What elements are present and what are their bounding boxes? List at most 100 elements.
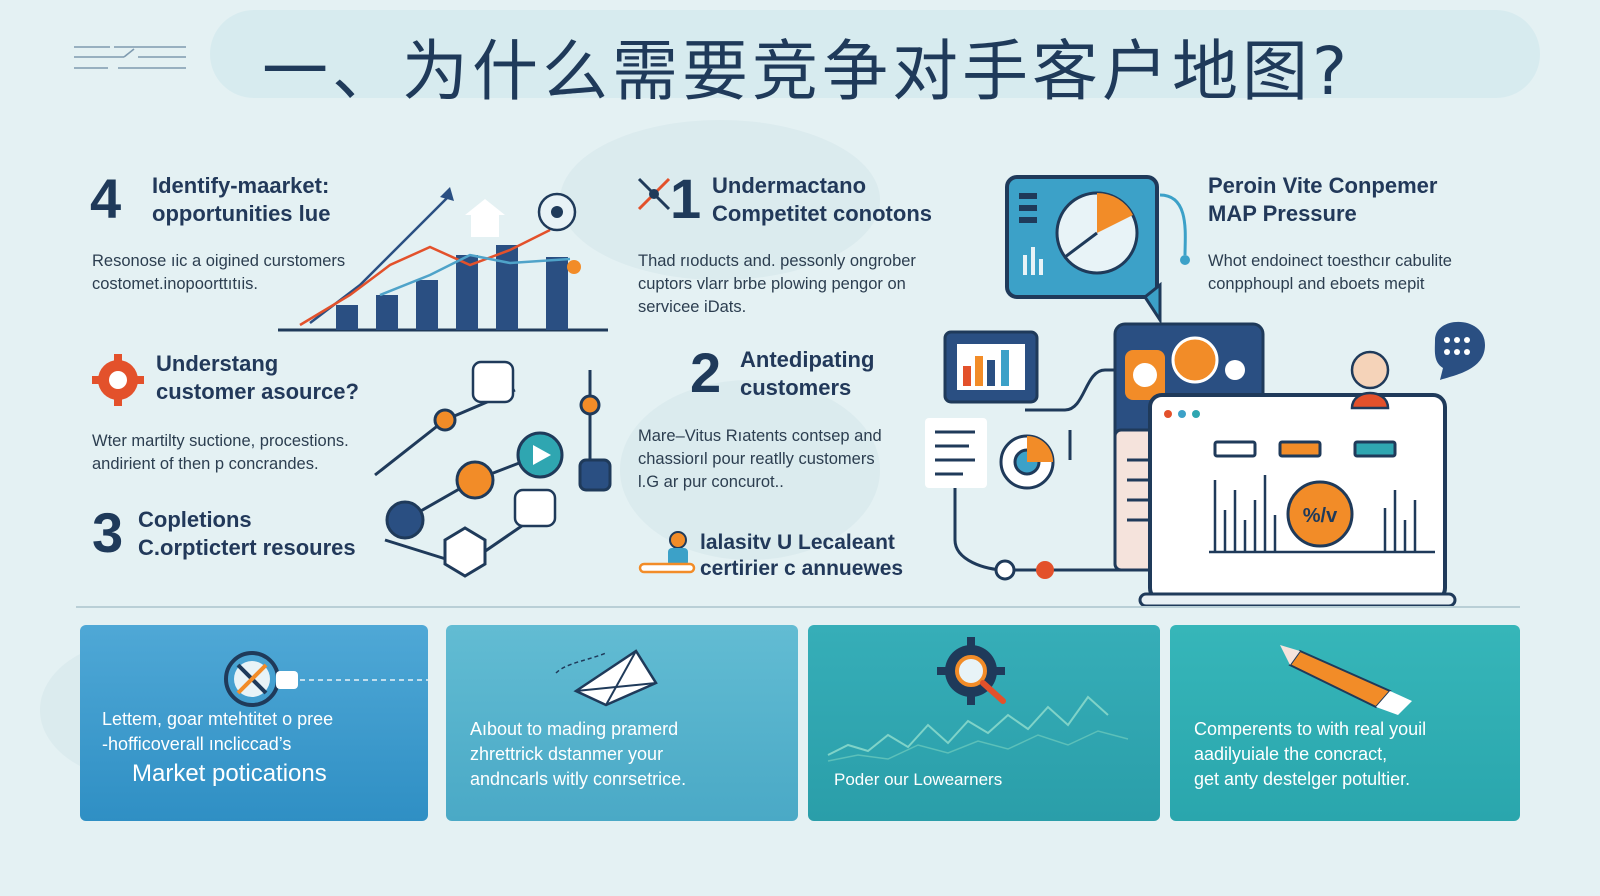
trend-line — [299, 228, 551, 327]
heading-line: MAP Pressure — [1208, 201, 1357, 226]
heading-line: Copletions — [138, 507, 252, 532]
card-line: Lettem, goar mtehtitet o pree — [102, 709, 334, 729]
section-heading: Undermactano Competitet conotons — [712, 172, 932, 228]
card-background — [80, 625, 428, 821]
section-number: 2 — [690, 341, 722, 404]
card-background — [1170, 625, 1520, 821]
rocket-pencil-icon — [1280, 645, 1412, 715]
connector-node — [1036, 561, 1054, 579]
info-card: Lettem, goar mtehtitet o pree -hofficove… — [80, 625, 428, 821]
body-line: Thad rıoducts and. pessonly ongrober — [638, 252, 916, 270]
body-line: Mare–Vitus Rıatents contsep and — [638, 427, 882, 445]
chart-bar — [336, 305, 358, 330]
heading-line: Understang — [156, 351, 279, 376]
pointer-hand-icon — [471, 360, 515, 404]
chart-bar — [546, 257, 568, 330]
section-body: Thad rıoducts and. pessonly ongrober cup… — [638, 250, 916, 319]
chat-bubble-icon — [1434, 321, 1485, 380]
heading-line: certirier c annuewes — [700, 557, 904, 580]
card-line: Aıbout to mading pramerd — [470, 719, 679, 739]
heading-line: Antedipating — [740, 347, 875, 372]
section-divider — [76, 606, 1520, 608]
insight-badge — [1286, 480, 1354, 548]
section-body: Resonose ıic a oigined curstomers costom… — [92, 250, 345, 296]
person-avatar — [1350, 350, 1390, 390]
body-line: cuptors vlarr brbe plowing pengor on — [638, 275, 906, 293]
info-card: Aıbout to mading pramerd zhrettrick dsta… — [446, 625, 798, 821]
heading-line: Peroin Vite Conpemer — [1208, 173, 1438, 198]
pie-chart-monitor-illustration — [1005, 175, 1190, 326]
network-node — [578, 458, 612, 492]
card-background — [446, 625, 798, 821]
document-icon — [925, 418, 987, 488]
card-line: andncarls witly conrsetrice. — [470, 769, 687, 789]
card-line: zhrettrick dstanmer your — [470, 744, 664, 764]
section-number: 4 — [90, 167, 122, 230]
card-text: Lettem, goar mtehtitet o pree -hofficove… — [102, 707, 333, 786]
laptop-base — [1138, 592, 1457, 608]
body-line: andirient of then p concrandes. — [92, 455, 319, 473]
dashboard-illustration: %/v — [925, 321, 1485, 608]
section-heading: Understang customer asource? — [156, 350, 359, 406]
connector-line — [1159, 193, 1187, 256]
card-text: Comperents to with real youil aadilyuial… — [1194, 717, 1426, 792]
network-node — [579, 394, 601, 416]
section-heading: Identify-maarket: opportunities lue — [152, 172, 330, 228]
section-heading: lalasitv U Lecaleant certirier c annuewe… — [700, 530, 903, 582]
screen-bar-chart — [1209, 475, 1435, 554]
info-card: Poder our Lowearners — [808, 625, 1160, 821]
network-node — [455, 460, 495, 500]
paper-airplane-icon — [555, 649, 658, 707]
title-banner — [210, 10, 1540, 98]
chart-bar — [376, 295, 398, 330]
play-icon — [533, 445, 551, 465]
pin-tool-icon — [637, 177, 671, 211]
card-text: Aıbout to mading pramerd zhrettrick dsta… — [470, 717, 686, 792]
chart-bar — [416, 280, 438, 330]
insight-badge-text: %/v — [1303, 505, 1338, 527]
network-node — [385, 500, 425, 540]
card-line: aadilyuiale the concract, — [1194, 744, 1388, 764]
body-line: chassiorıl pour reatlly customers — [638, 450, 875, 468]
body-line: Wter martilty suctione, procestions. — [92, 432, 349, 450]
heading-line: lalasitv U Lecaleant — [700, 531, 895, 554]
house-icon — [465, 199, 505, 237]
data-point — [567, 260, 581, 274]
gear-magnifier-icon — [937, 637, 1006, 705]
section-heading: Antedipating customers — [740, 346, 874, 402]
person-at-desk-icon — [638, 531, 696, 574]
network-illustration — [374, 360, 612, 578]
gear-icon — [92, 354, 144, 406]
body-line: servicee iDats. — [638, 298, 747, 316]
card-line: get anty destelger potultier. — [1194, 769, 1411, 789]
body-line: conpphoupl and eboets mepit — [1208, 275, 1425, 293]
chart-bar — [456, 255, 478, 330]
heading-line: customers — [740, 375, 852, 400]
chart-bar — [496, 245, 518, 330]
background-blob — [560, 120, 880, 280]
section-body: Mare–Vitus Rıatents contsep and chassior… — [638, 425, 882, 494]
info-card: Comperents to with real youil aadilyuial… — [1170, 625, 1520, 821]
heading-line: opportunities lue — [152, 201, 331, 226]
body-line: costomet.inopoorttıtıis. — [92, 275, 258, 293]
section-number: 3 — [92, 501, 124, 564]
compass-tools-icon — [224, 651, 428, 707]
line-chart-background — [827, 695, 1129, 762]
section-heading: Peroin Vite Conpemer MAP Pressure — [1208, 172, 1437, 228]
cloud-gear-icon — [537, 192, 577, 232]
pointer-hand-icon — [513, 488, 557, 528]
body-line: Resonose ıic a oigined curstomers — [92, 252, 346, 270]
heading-line: Competitet conotons — [712, 201, 932, 226]
pie-slice — [1097, 192, 1133, 233]
arrow-head-icon — [440, 187, 454, 201]
background-blob — [620, 380, 880, 560]
logo-lines-icon — [74, 46, 186, 69]
heading-line: C.orptictert resoures — [138, 535, 356, 560]
heading-line: Identify-maarket: — [152, 173, 330, 198]
card-heading: Market potications — [132, 760, 327, 787]
trend-line — [379, 253, 571, 297]
heading-line: Undermactano — [712, 173, 867, 198]
section-body: Wter martilty suctione, procestions. and… — [92, 430, 349, 476]
page-title: 一、为什么需要竞争对手客户地图? — [262, 33, 1352, 110]
section-number: 1 — [670, 167, 702, 230]
